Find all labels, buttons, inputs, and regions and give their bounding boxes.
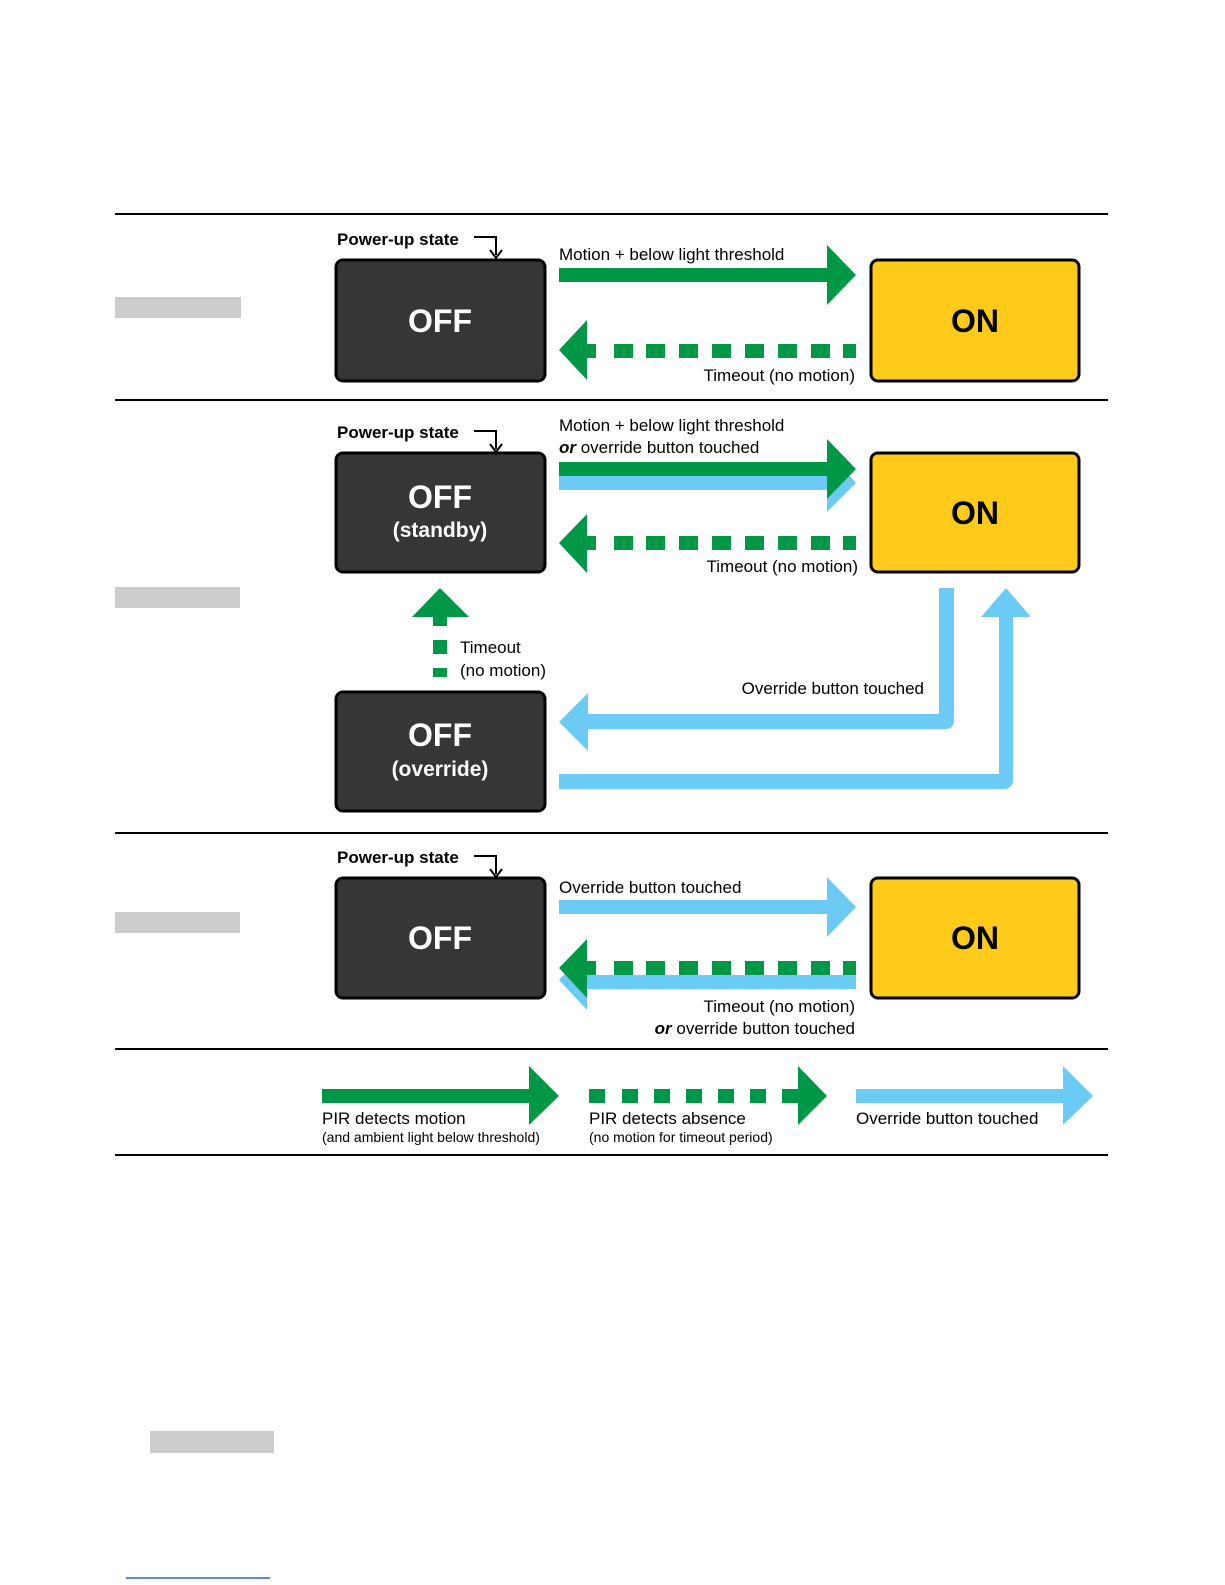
row3: Power-up state OFF ON Override button to… <box>334 848 1081 1038</box>
timeout-arrow-label-line1: Timeout (no motion) <box>704 997 855 1016</box>
redacted-bar-row1 <box>115 297 241 318</box>
green-dashed-arrow <box>559 320 856 380</box>
legend-green-solid-sublabel: (and ambient light below threshold) <box>322 1129 540 1145</box>
redacted-bar-footer <box>150 1431 274 1453</box>
redacted-bar-row3 <box>115 912 240 933</box>
blue-solid-arrow <box>559 452 856 512</box>
or-word: or <box>655 1019 673 1038</box>
legend-blue-label: Override button touched <box>856 1109 1038 1128</box>
legend-green-dashed-label: PIR detects absence <box>589 1109 746 1128</box>
legend-green-solid-arrow <box>322 1066 559 1125</box>
override-arrow-label: Override button touched <box>742 679 924 698</box>
dividers <box>115 213 1108 1156</box>
off-state-box <box>334 258 547 383</box>
off-override-title: OFF <box>408 717 472 753</box>
redacted-bar-row2 <box>115 587 240 608</box>
motion-arrow-label: Motion + below light threshold <box>559 245 784 264</box>
power-up-label: Power-up state <box>337 230 459 249</box>
on-state-box <box>869 876 1081 1000</box>
power-up-label: Power-up state <box>337 848 459 867</box>
row1: Power-up state OFF ON Motion + below lig… <box>334 230 1081 385</box>
override-clause: override button touched <box>672 1019 855 1038</box>
green-dashed-arrow <box>559 514 856 573</box>
green-solid-arrow <box>559 245 856 305</box>
power-up-pointer-icon <box>474 236 497 255</box>
on-state-box <box>869 451 1081 574</box>
timeout-arrow-label-line2: or override button touched <box>655 1019 855 1038</box>
or-word: or <box>559 438 577 457</box>
row2: Power-up state OFF (standby) ON Motion +… <box>334 416 1081 813</box>
motion-override-label-line1: Motion + below light threshold <box>559 416 784 435</box>
legend-blue-arrow <box>856 1066 1093 1125</box>
blue-solid-arrow <box>559 877 856 937</box>
off-override-subtitle: (override) <box>392 758 489 781</box>
green-dashed-up-arrow <box>412 588 469 677</box>
motion-override-label-line2: or override button touched <box>559 438 759 457</box>
off-standby-subtitle: (standby) <box>393 519 488 542</box>
green-dashed-arrow <box>559 939 856 998</box>
off-state-title: OFF <box>408 920 472 956</box>
timeout-arrow-label: Timeout (no motion) <box>707 557 858 576</box>
legend: PIR detects motion (and ambient light be… <box>322 1066 1093 1145</box>
redacted-bars <box>115 297 274 1453</box>
on-state-title: ON <box>951 920 999 956</box>
on-state-title: ON <box>951 303 999 339</box>
on-state-title: ON <box>951 495 999 531</box>
power-up-label: Power-up state <box>337 423 459 442</box>
on-state-box <box>869 258 1081 383</box>
blue-return-arrow <box>559 951 856 1010</box>
pointer-arrowhead-icon <box>489 249 503 260</box>
timeout-arrow-label: Timeout (no motion) <box>704 366 855 385</box>
legend-green-dashed-arrow <box>589 1066 827 1125</box>
power-up-pointer-icon <box>474 855 497 874</box>
legend-green-solid-label: PIR detects motion <box>322 1109 466 1128</box>
timeout-up-label-line1: Timeout <box>460 638 521 657</box>
legend-green-dashed-sublabel: (no motion for timeout period) <box>589 1129 773 1145</box>
power-up-pointer-icon <box>474 430 497 449</box>
off-standby-box <box>334 451 547 574</box>
blue-override-to-off-arrow <box>559 588 954 751</box>
timeout-up-label-line2: (no motion) <box>460 661 546 680</box>
override-arrow-label: Override button touched <box>559 878 741 897</box>
override-clause: override button touched <box>576 438 759 457</box>
green-solid-arrow <box>559 439 856 499</box>
off-override-box <box>334 690 547 813</box>
off-state-title: OFF <box>408 303 472 339</box>
off-state-box <box>334 876 547 1000</box>
off-standby-title: OFF <box>408 479 472 515</box>
